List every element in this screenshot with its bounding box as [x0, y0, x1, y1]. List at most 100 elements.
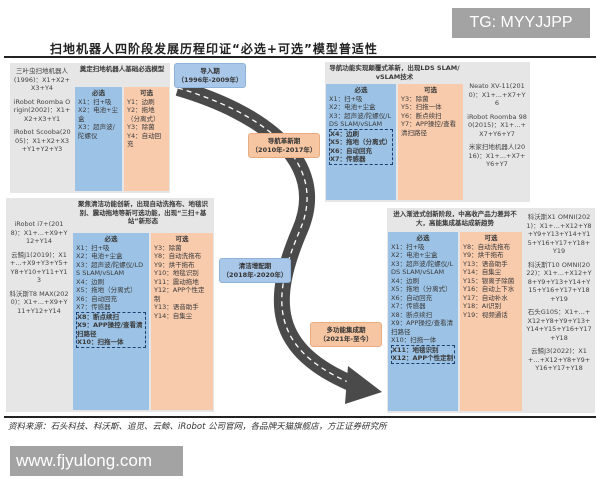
optional-item: Y3：除菌 [154, 243, 182, 252]
must-item: X5：拖地（分离式） [391, 285, 452, 293]
model-example: iRobot Roomba 980(2015)：X1+...+X7+Y6+Y7 [467, 112, 527, 138]
model-example: 石头G10S：X1+...+X12+Y8+Y9+Y13+Y14+Y15+Y16+… [526, 308, 592, 342]
must-item: X2：电池+尘盒 [78, 106, 119, 123]
must-item: X4：边刷 [76, 277, 105, 286]
optional-item: Y14：自集尘 [154, 311, 193, 320]
optional-item: Y9：烘干拖布 [154, 260, 195, 269]
must-new-item: X12：APP个性定制 [392, 354, 454, 362]
must-new-item: X10：扫拖一体 [77, 338, 124, 346]
model-example: iRobot i7+(2018)：X1+...+X9+Y12+Y14 [10, 220, 68, 245]
optional-title: 可选 [140, 89, 153, 97]
optional-title: 可选 [484, 234, 498, 242]
model-example: 科沃斯X1 OMNI(2021)：X1+...+X12+Y8+Y9+Y13+Y1… [526, 213, 592, 255]
source-note: 资料来源：石头科技、科沃斯、追觅、云鲸、iRobot 公司官网，各品牌天猫旗舰店… [8, 422, 387, 432]
road-path [175, 80, 382, 404]
optional-item: Y11：震动拖地 [154, 277, 199, 286]
must-new-item: X4：边刷 [330, 129, 360, 138]
must-item: X6：自动回充 [76, 294, 118, 303]
optional-item: Y2：拖地（分离式） [127, 106, 160, 123]
must-title: 必选 [92, 89, 105, 97]
optional-item: Y3：除菌 [401, 94, 429, 103]
must-new-item: X5：拖地（分离式） [330, 138, 392, 146]
page-title: 扫地机器人四阶段发展历程印证“必选+可选”模型普适性 [50, 42, 378, 56]
must-item: X6：自动回充 [391, 293, 433, 302]
optional-title: 可选 [175, 235, 189, 243]
must-item: X2：电池+尘盒 [76, 252, 123, 260]
model-list: Neato XV-11(2010)：X1+...+X7+Y6 iRobot Roo… [464, 80, 530, 176]
panel-summary: 进入渐进式创新阶段，中高收产品力差异不大，高能集成基站成新趋势 [393, 210, 517, 227]
must-item: X1：扫+吸 [76, 243, 110, 252]
model-list: iRobot i7+(2018)：X1+...+X9+Y12+Y14 云鲸J1(2… [6, 218, 72, 322]
must-new-item: X9：APP操控/查看清扫路径 [77, 321, 143, 338]
optional-item: Y19：视频通话 [463, 310, 508, 319]
stage-period: （2010年-2017年） [251, 145, 317, 154]
watermark-bottom: www.fjyulong.com [10, 446, 183, 476]
must-item: X5：拖地（分离式） [76, 286, 137, 294]
optional-item: Y3：除菌 [127, 123, 155, 131]
panel-summary: 奠定扫地机器人基础必选模型 [79, 65, 165, 73]
panel-summary: 聚焦清洁功能创新，出现自动洗拖布、地毯识别、震动拖地等新可选功能，出现“三扫+基… [78, 200, 208, 225]
must-title: 必选 [104, 235, 118, 243]
title-rule [4, 56, 596, 58]
must-title: 必选 [354, 86, 368, 94]
stage-name: 多功能集成期 [326, 326, 366, 334]
must-item: X2：电池+尘盒 [391, 251, 438, 259]
must-item: X3：超声波/陀螺仪/LDS SLAM/vSLAM [76, 260, 144, 278]
road-arrowhead [345, 366, 382, 404]
optional-item: Y7：APP操控/查看清扫路径 [401, 120, 457, 137]
must-item: X7：传感器 [391, 302, 426, 310]
must-item: X3：超声波/陀螺仪 [78, 123, 115, 140]
stage-bubble-2: 导航革新期（2010年-2017年） [248, 133, 320, 158]
optional-item: Y15：银离子除菌 [463, 276, 515, 285]
must-item: X8：断点续扫 [391, 310, 433, 319]
model-example: 科沃斯T10 OMNI(2022)：X1+...+X12+Y8+Y9+Y13+Y… [526, 260, 592, 303]
must-item: X10：扫拖一体 [391, 336, 437, 344]
panel-summary: 导航功能实现颠覆式革新，出现LDS SLAM/vSLAM技术 [329, 64, 460, 81]
optional-item: Y8：自动洗拖布 [463, 242, 511, 251]
stage-period: （2021年-至今） [319, 334, 373, 343]
must-new-item: X7：传感器 [330, 155, 366, 163]
model-example: 云鲸J1(2019)：X1+...+X9+Y3+Y5+Y8+Y10+Y11+Y1… [9, 250, 69, 285]
optional-item: Y17：自动补水 [463, 293, 508, 302]
footer-rule [4, 416, 596, 418]
watermark-top: TG: MYYJJPP [452, 8, 590, 38]
optional-item: Y1：边刷 [127, 97, 155, 106]
stage-name: 导航革新期 [267, 137, 301, 145]
optional-item: Y6：断点续扫 [401, 111, 442, 120]
optional-item: Y16：自动上下水 [463, 285, 515, 293]
optional-item: Y13：语音助手 [154, 303, 199, 311]
model-example: 米家扫地机器人(2016)：X1+...+X7+Y6+Y7 [468, 143, 526, 168]
optional-title: 可选 [424, 86, 437, 94]
optional-item: Y10：地毯识别 [154, 269, 199, 277]
model-example: 云鲸J3(2022)：X1+...+X12+Y8+Y9+Y16+Y17+Y18 [527, 347, 591, 372]
must-item: X7：传感器 [76, 303, 111, 311]
stage-bubble-1: 导入期（1996年-2009年） [174, 63, 246, 88]
model-example: Neato XV-11(2010)：X1+...+X7+Y6 [468, 82, 526, 107]
stage-bubble-4: 多功能集成期（2021年-至今） [310, 322, 382, 347]
must-item: X1：扫+吸 [78, 97, 112, 106]
must-item: X3：超声波/陀螺仪/LDS SLAM/vSLAM [391, 259, 454, 277]
model-example: iRobot Roomba Origin(2002)：X1+X2+X3+Y1 [13, 97, 71, 123]
optional-item: Y14：自集尘 [463, 268, 502, 276]
must-item: X3：超声波/陀螺仪/LDS SLAM/vSLAM [329, 111, 392, 129]
must-item: X9：APP操控/查看清扫路径 [391, 319, 454, 336]
road-center-line [177, 87, 356, 386]
optional-item: Y9：烘干拖布 [463, 251, 504, 259]
must-title: 必选 [416, 234, 430, 242]
model-list: 科沃斯X1 OMNI(2021)：X1+...+X12+Y8+Y9+Y13+Y1… [523, 211, 595, 380]
optional-item: Y18：AI识别 [463, 302, 502, 310]
must-new-item: X11：地毯识别 [392, 345, 439, 354]
